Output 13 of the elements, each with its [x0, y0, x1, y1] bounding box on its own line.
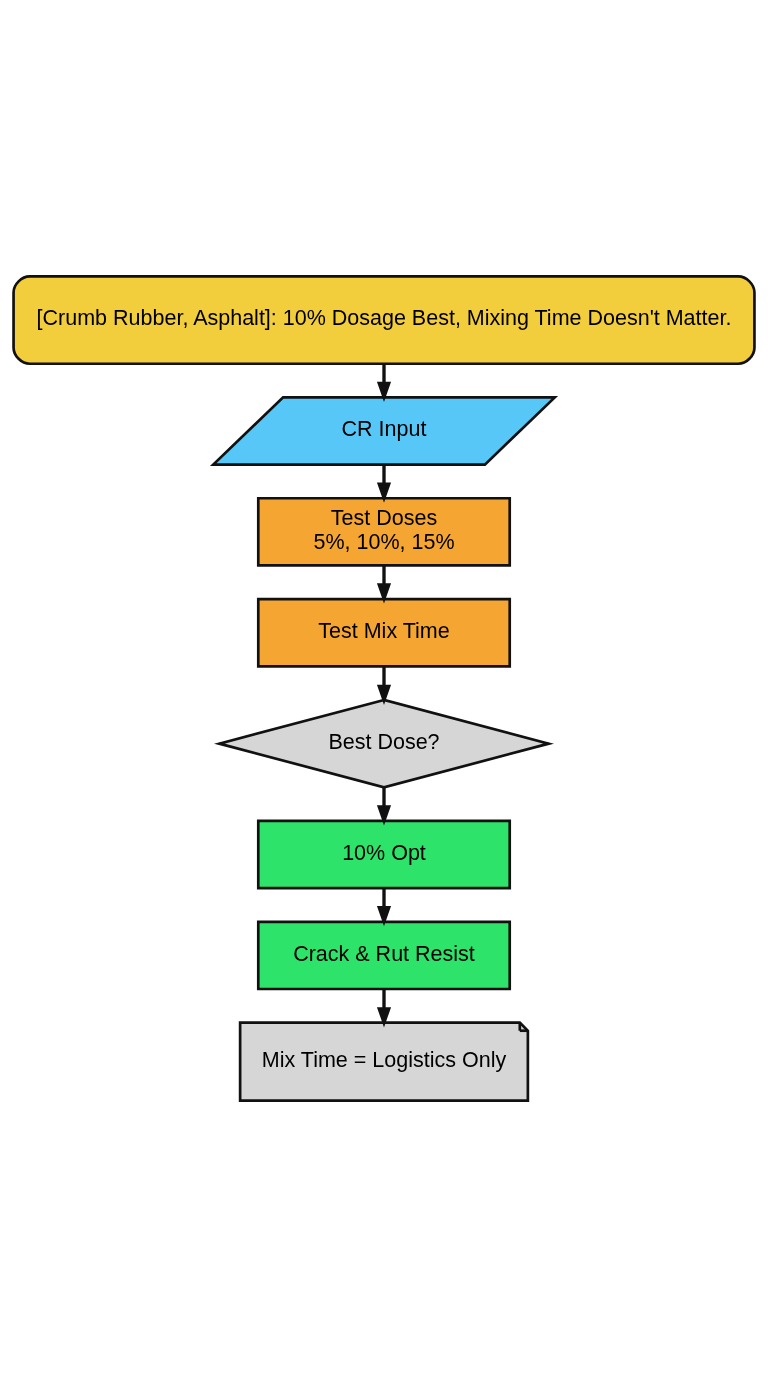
node-diamond: Best Dose? [214, 698, 554, 789]
node-box: Test Doses 5%, 10%, 15% [256, 496, 512, 567]
arrow [376, 363, 392, 402]
node-box: Crack & Rut Resist [256, 919, 512, 990]
arrow [376, 666, 392, 705]
arrow [376, 787, 392, 825]
node-box: [Crumb Rubber, Asphalt]: 10% Dosage Best, Mixing Time Doesn't Matter. [12, 274, 756, 365]
arrow [376, 888, 392, 926]
arrow [376, 989, 392, 1027]
arrow [376, 565, 392, 604]
node-box: Test Mix Time [256, 597, 512, 668]
arrow [376, 464, 392, 503]
node-box: 10% Opt [256, 819, 512, 889]
